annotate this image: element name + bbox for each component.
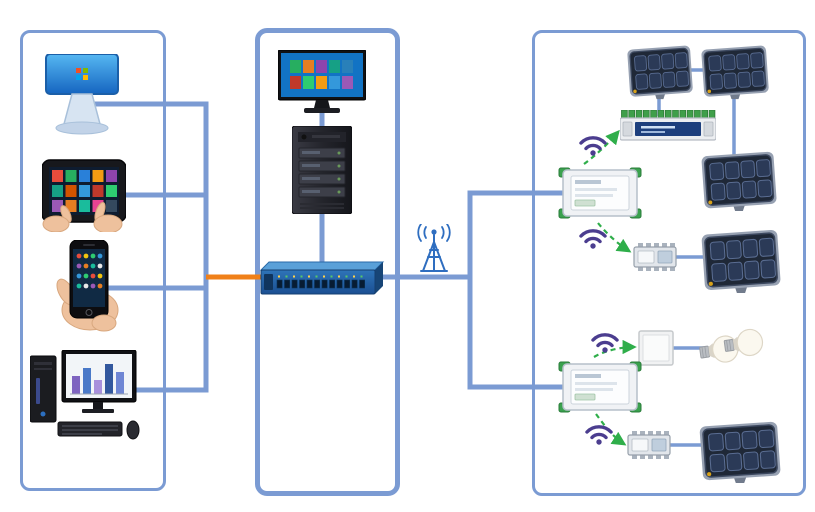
desktop-pc-client [30, 350, 142, 446]
wifi-icon [577, 221, 609, 249]
wireless-dimmer-module-1 [632, 242, 678, 272]
tablet-client [42, 158, 126, 232]
windows-logo-icon [76, 68, 88, 80]
management-monitor [278, 50, 366, 116]
client-terminals-panel [20, 30, 166, 491]
wifi-icon [589, 325, 621, 353]
led-floodlight-4 [700, 228, 782, 294]
hands [42, 202, 123, 232]
tower-server [292, 126, 352, 214]
wifi-icon [583, 417, 615, 445]
touch-kiosk [38, 54, 126, 136]
bar-chart-on-screen [70, 364, 128, 395]
wireless-relay-box [638, 330, 674, 366]
control-center-panel [255, 28, 400, 496]
smartphone-client [54, 240, 120, 332]
wireless-gateway-1 [558, 167, 642, 219]
antenna-icon [414, 224, 454, 278]
lamp-bulbs [698, 328, 764, 368]
wireless-gateway-2 [558, 361, 642, 413]
wireless-dimmer-module-2 [626, 430, 672, 460]
switch-leds [278, 275, 363, 278]
led-floodlight-2 [700, 44, 770, 100]
led-floodlight-5 [698, 420, 782, 484]
field-lighting-panel [532, 30, 806, 496]
led-floodlight-3 [700, 150, 778, 212]
din-rail-dimmer-controller [620, 110, 716, 144]
mouse [126, 420, 140, 440]
led-floodlight-1 [626, 44, 694, 100]
wifi-icon [577, 128, 609, 156]
switch-ports [276, 279, 365, 289]
ethernet-switch [259, 260, 385, 296]
